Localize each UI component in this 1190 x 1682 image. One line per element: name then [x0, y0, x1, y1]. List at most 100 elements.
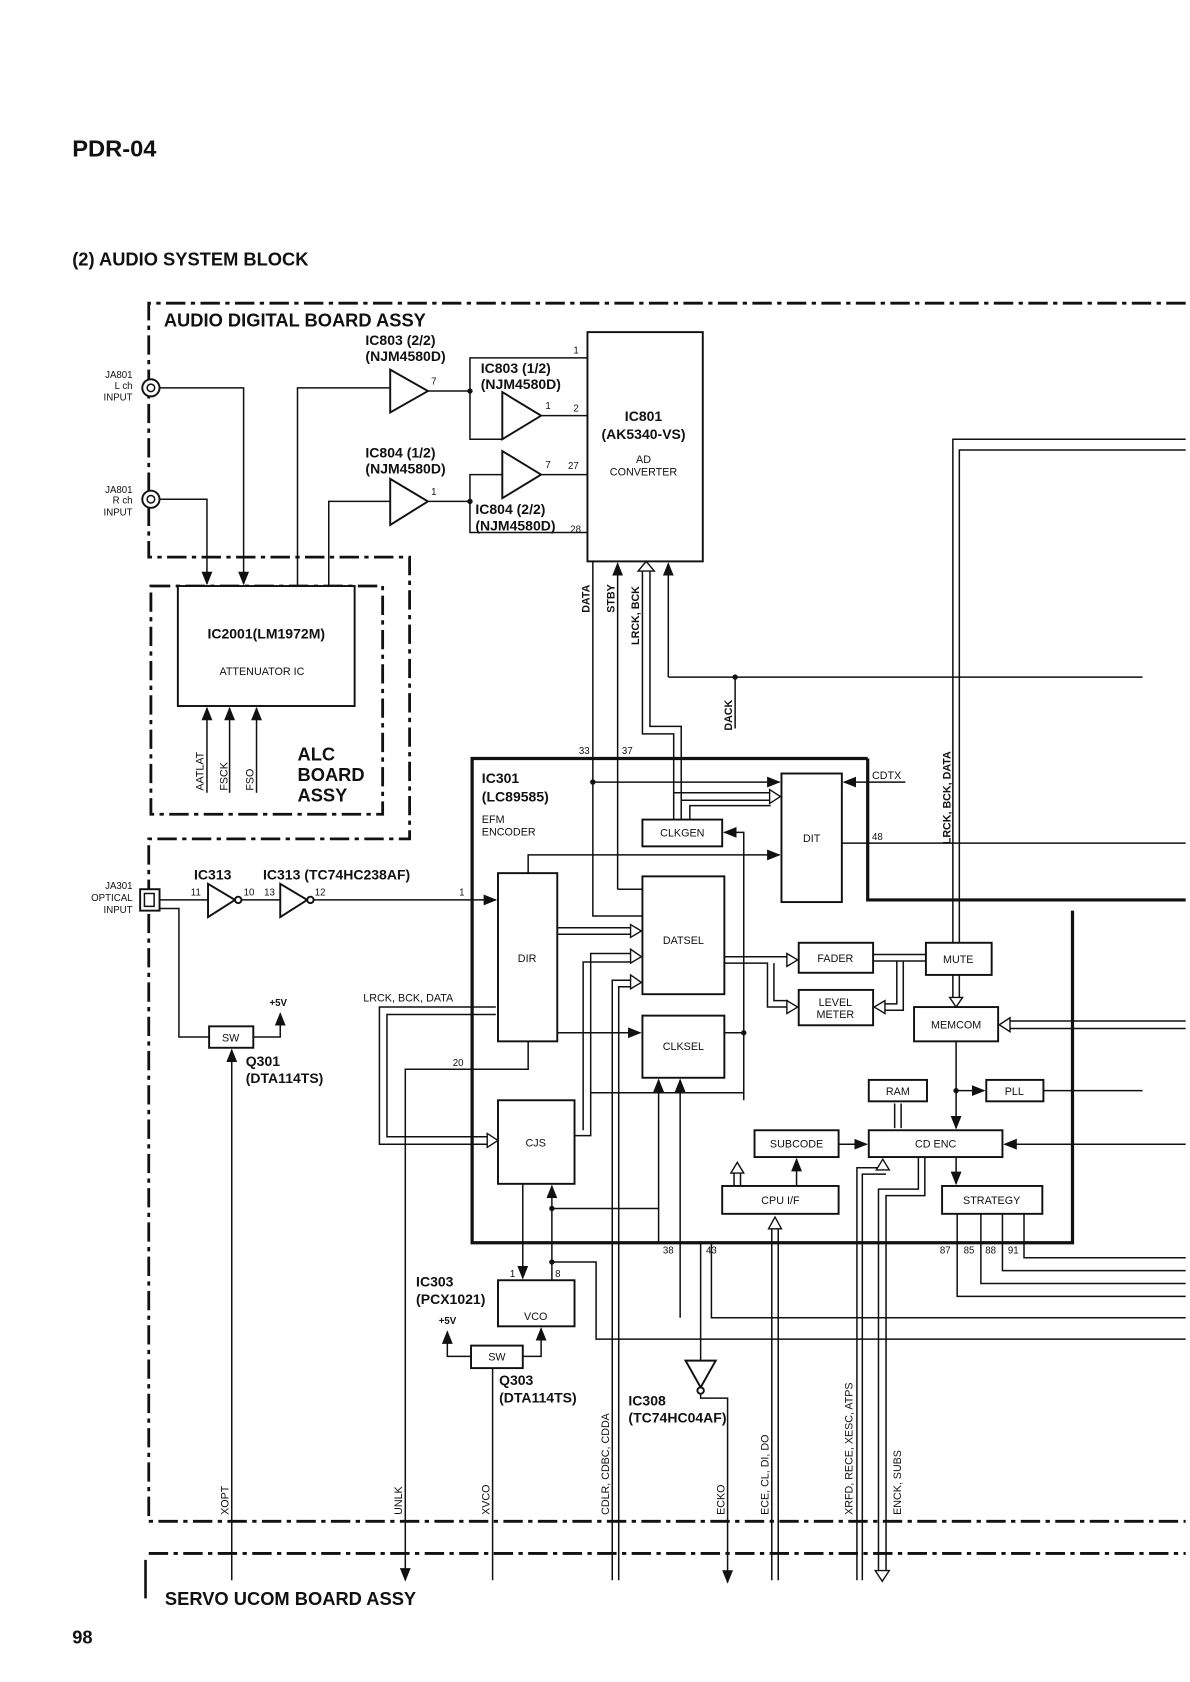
svg-text:CLKGEN: CLKGEN — [660, 828, 704, 840]
ic2001-box — [176, 585, 356, 707]
svg-text:IC803 (2/2): IC803 (2/2) — [365, 332, 435, 348]
svg-text:IC301: IC301 — [482, 770, 520, 786]
svg-text:12: 12 — [315, 888, 326, 899]
svg-text:OPTICAL: OPTICAL — [91, 893, 133, 904]
svg-text:37: 37 — [622, 746, 633, 757]
svg-text:8: 8 — [555, 1269, 560, 1280]
svg-text:38: 38 — [663, 1245, 674, 1256]
wire-rch — [159, 498, 213, 586]
signal-enck: ENCK, SUBS — [892, 1450, 904, 1515]
alc-board-label-3: ASSY — [298, 784, 348, 805]
ic2001-label: IC2001(LM1972M) — [207, 626, 325, 642]
svg-text:7: 7 — [545, 460, 550, 471]
wire-att-out-r — [328, 500, 391, 587]
svg-text:87: 87 — [940, 1245, 951, 1256]
clksel-block — [641, 1014, 726, 1079]
svg-text:(AK5340-VS): (AK5340-VS) — [601, 426, 685, 442]
alc-board-label-2: BOARD — [298, 764, 365, 785]
svg-text:1: 1 — [459, 888, 464, 899]
signal-lrck-bck: LRCK, BCK — [630, 586, 642, 645]
svg-text:85: 85 — [964, 1245, 975, 1256]
dir-block — [497, 872, 559, 1043]
wire-lch — [159, 387, 250, 586]
ic313-inverter-1 — [207, 882, 237, 919]
section-title: (2) AUDIO SYSTEM BLOCK — [72, 249, 309, 270]
signal-lrck-bck-data-right: LRCK, BCK, DATA — [942, 751, 954, 844]
signal-aatlat: AATLAT — [195, 751, 207, 790]
ic803-1-amp: IC803 (1/2) (NJM4580D) 1 — [481, 360, 561, 441]
svg-text:INPUT: INPUT — [104, 393, 133, 404]
svg-text:88: 88 — [985, 1245, 996, 1256]
svg-text:(PCX1021): (PCX1021) — [416, 1291, 485, 1307]
svg-text:CLKSEL: CLKSEL — [663, 1041, 704, 1053]
datsel-block — [641, 875, 726, 996]
svg-text:IC804 (1/2): IC804 (1/2) — [365, 445, 435, 461]
signal-cdtx: CDTX — [872, 770, 901, 782]
pll-block — [985, 1078, 1045, 1103]
svg-text:1: 1 — [573, 346, 578, 357]
svg-text:CD ENC: CD ENC — [915, 1138, 957, 1150]
svg-text:STRATEGY: STRATEGY — [963, 1195, 1020, 1207]
signal-xopt: XOPT — [219, 1485, 231, 1515]
svg-text:27: 27 — [568, 461, 579, 472]
fader-block — [797, 941, 875, 974]
svg-text:JA301: JA301 — [105, 881, 132, 892]
svg-text:SW: SW — [488, 1352, 506, 1364]
jack-lch: JA801 L ch INPUT — [104, 370, 161, 404]
svg-text:91: 91 — [1008, 1245, 1019, 1256]
audio-digital-board-outline — [147, 301, 1186, 1523]
svg-text:CONVERTER: CONVERTER — [610, 467, 678, 479]
svg-text:Q303: Q303 — [499, 1372, 534, 1388]
svg-text:DIR: DIR — [518, 953, 537, 965]
svg-text:JA801: JA801 — [105, 370, 132, 381]
svg-text:+5V: +5V — [439, 1316, 457, 1327]
svg-text:INPUT: INPUT — [104, 905, 133, 916]
ic804-2-amp: IC804 (2/2) (NJM4580D) 7 — [475, 449, 556, 533]
svg-text:IC804 (2/2): IC804 (2/2) — [475, 501, 545, 517]
svg-text:48: 48 — [872, 832, 883, 843]
svg-text:(NJM4580D): (NJM4580D) — [365, 461, 445, 477]
signal-ecko: ECKO — [715, 1485, 727, 1515]
svg-text:+5V: +5V — [269, 998, 287, 1009]
ic313-inverter-2 — [279, 882, 310, 919]
svg-text:(LC89585): (LC89585) — [482, 788, 549, 804]
svg-text:(DTA114TS): (DTA114TS) — [499, 1389, 577, 1405]
svg-text:L ch: L ch — [115, 381, 133, 392]
svg-text:11: 11 — [191, 888, 201, 899]
clkgen-block — [641, 818, 724, 848]
svg-text:SW: SW — [222, 1032, 240, 1044]
svg-text:MUTE: MUTE — [943, 954, 974, 966]
svg-text:VCO: VCO — [524, 1311, 547, 1323]
ic804-1-amp: IC804 (1/2) (NJM4580D) 1 — [365, 445, 446, 527]
ram-block — [867, 1078, 928, 1103]
model-title: PDR-04 — [72, 136, 157, 162]
signal-fsck: FSCK — [218, 761, 230, 790]
vco-block — [497, 1279, 576, 1328]
svg-text:(NJM4580D): (NJM4580D) — [481, 376, 561, 392]
jack-rch: JA801 R ch INPUT — [104, 485, 161, 518]
cpu-if-block — [721, 1185, 840, 1215]
ic803-2-amp: IC803 (2/2) (NJM4580D) 7 — [365, 332, 446, 415]
signal-ece: ECE, CL, DI, DO — [760, 1435, 772, 1515]
signal-stby: STBY — [605, 584, 617, 613]
svg-text:R ch: R ch — [113, 496, 133, 507]
signal-unlk: UNLK — [393, 1485, 405, 1514]
ic308-inverter — [683, 1359, 718, 1390]
cd-enc-block — [867, 1129, 1004, 1159]
svg-text:PLL: PLL — [1005, 1086, 1024, 1098]
svg-text:JA801: JA801 — [105, 485, 132, 496]
svg-text:IC801: IC801 — [625, 408, 663, 424]
signal-xvco: XVCO — [480, 1485, 492, 1515]
svg-text:ENCODER: ENCODER — [482, 827, 536, 839]
svg-text:IC313: IC313 — [194, 867, 232, 883]
svg-text:IC313 (TC74HC238AF): IC313 (TC74HC238AF) — [263, 867, 410, 883]
page-number: 98 — [72, 1626, 92, 1647]
svg-text:DATSEL: DATSEL — [663, 935, 704, 947]
level-meter-block — [797, 988, 875, 1027]
svg-text:LEVEL: LEVEL — [819, 997, 853, 1009]
svg-text:RAM: RAM — [886, 1086, 910, 1098]
memcom-block — [913, 1006, 1000, 1043]
svg-text:1: 1 — [431, 487, 436, 498]
signal-cdlr: CDLR, CDBC, CDDA — [600, 1412, 612, 1515]
